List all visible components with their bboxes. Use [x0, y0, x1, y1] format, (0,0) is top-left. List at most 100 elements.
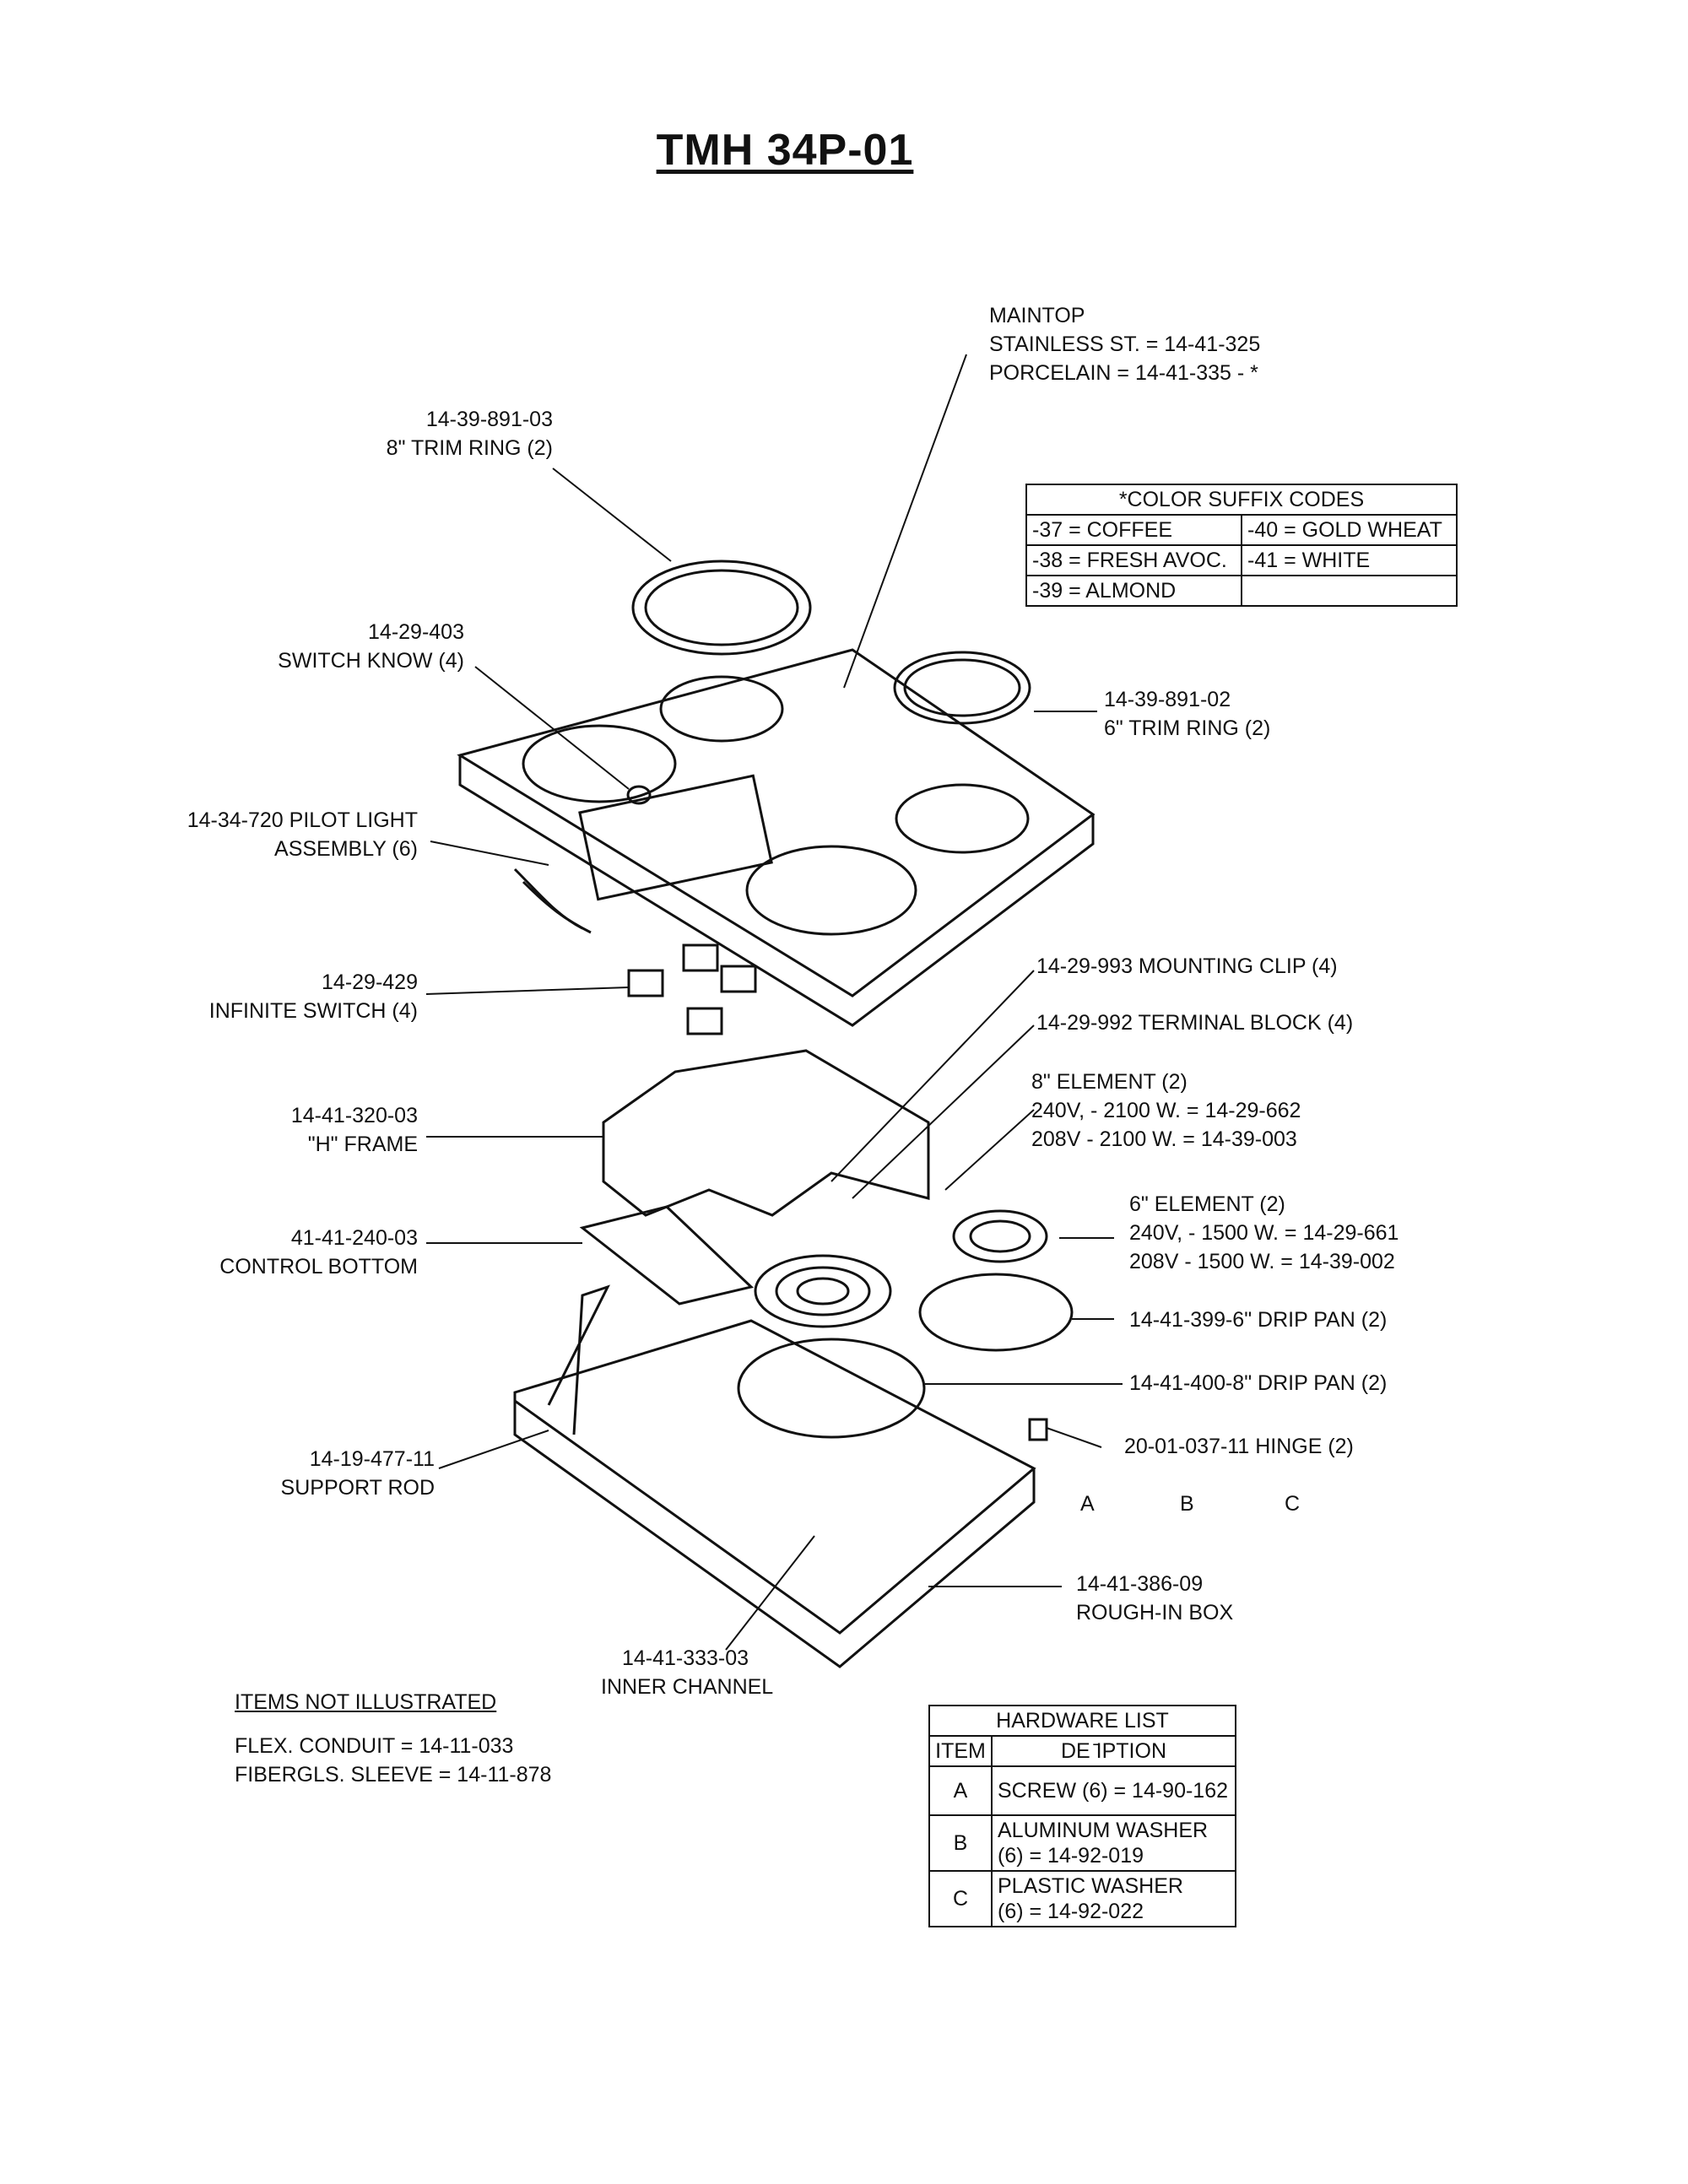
table-row: -38 = FRESH AVOC. -41 = WHITE [1025, 544, 1458, 576]
inner-channel-label: 14-41-333-03 INNER CHANNEL [601, 1644, 774, 1701]
part-name: SUPPORT ROD [280, 1476, 435, 1500]
maintop-stainless: STAINLESS ST. = 14-41-325 [989, 332, 1261, 356]
part-number: 14-29-429 [322, 970, 418, 994]
pilot-wire [513, 868, 592, 934]
not-illustrated-item: FLEX. CONDUIT = 14-11-033 [235, 1734, 514, 1758]
element-8-label: 8" ELEMENT (2) 240V, - 2100 W. = 14-29-6… [1031, 1068, 1301, 1154]
part-name: 6" ELEMENT (2) [1129, 1192, 1285, 1216]
part-variant: 240V, - 2100 W. = 14-29-662 [1031, 1099, 1301, 1122]
control-bottom [579, 1205, 755, 1306]
h-frame [602, 1049, 930, 1217]
column-header-item: ITEM [928, 1735, 993, 1767]
hardware-desc-line: ALUMINUM WASHER [998, 1819, 1209, 1842]
drip-pan-8-label: 14-41-400-8" DRIP PAN (2) [1129, 1371, 1388, 1395]
part-name: 8" TRIM RING (2) [386, 436, 553, 460]
hardware-item-code: C [928, 1870, 993, 1927]
not-illustrated-heading: ITEMS NOT ILLUSTRATED [235, 1690, 497, 1714]
support-rod-label: 14-19-477-11 SUPPORT ROD [253, 1445, 435, 1502]
maintop-heading: MAINTOP [989, 304, 1085, 327]
color-suffix-table: *COLOR SUFFIX CODES -37 = COFFEE -40 = G… [1025, 484, 1458, 607]
element-6-label: 6" ELEMENT (2) 240V, - 1500 W. = 14-29-6… [1129, 1190, 1399, 1276]
table-row: C PLASTIC WASHER (6) = 14-92-022 [928, 1870, 1236, 1927]
part-number: 14-29-403 [368, 620, 464, 644]
rough-in-box [513, 1319, 1036, 1635]
drip-pan-6 [918, 1273, 1074, 1352]
color-code-cell: -38 = FRESH AVOC. [1025, 544, 1242, 576]
page-title: TMH 34P-01 [656, 126, 914, 175]
infinite-switch-label: 14-29-429 INFINITE SWITCH (4) [194, 968, 418, 1025]
support-rod [547, 1284, 610, 1435]
pilot-light-label: 14-34-720 PILOT LIGHT ASSEMBLY (6) [169, 806, 418, 863]
hardware-marker-b: B [1180, 1492, 1194, 1516]
trim-ring-8-label: 14-39-891-03 8" TRIM RING (2) [338, 405, 553, 462]
maintop-hole-top [659, 675, 784, 743]
part-variant: 240V, - 1500 W. = 14-29-661 [1129, 1221, 1399, 1245]
color-code-cell [1241, 575, 1458, 607]
element-8 [754, 1254, 892, 1328]
hinge [1028, 1418, 1048, 1441]
part-number: 14-41-333-03 [621, 1646, 749, 1670]
hardware-item-desc: PLASTIC WASHER (6) = 14-92-022 [991, 1870, 1236, 1927]
table-row: B ALUMINUM WASHER (6) = 14-92-019 [928, 1814, 1236, 1872]
color-suffix-header: *COLOR SUFFIX CODES [1025, 484, 1458, 516]
maintop-hole-tl [522, 724, 677, 803]
table-row: -37 = COFFEE -40 = GOLD WHEAT [1025, 514, 1458, 546]
color-code-cell: -37 = COFFEE [1025, 514, 1242, 546]
part-quantity: ASSEMBLY (6) [274, 837, 418, 861]
part-number: 14-41-320-03 [290, 1104, 418, 1127]
infinite-switch-4 [686, 1007, 723, 1035]
control-panel [578, 774, 773, 901]
part-number: 14-39-891-03 [425, 408, 553, 431]
switch-knob-label: 14-29-403 SWITCH KNOW (4) [253, 618, 464, 675]
part-name: CONTROL BOTTOM [219, 1255, 418, 1279]
h-frame-label: 14-41-320-03 "H" FRAME [253, 1101, 418, 1159]
drip-pan-8 [737, 1338, 926, 1439]
terminal-block-label: 14-29-992 TERMINAL BLOCK (4) [1036, 1011, 1354, 1035]
part-number: 41-41-240-03 [290, 1226, 418, 1250]
control-bottom-label: 41-41-240-03 CONTROL BOTTOM [211, 1224, 418, 1281]
part-name: SWITCH KNOW (4) [278, 649, 464, 673]
table-row: ITEM DE ̄IPTION [928, 1735, 1236, 1767]
part-name: 8" ELEMENT (2) [1031, 1070, 1188, 1094]
column-header-description: DE ̄IPTION [991, 1735, 1236, 1767]
infinite-switch-3 [720, 965, 757, 993]
infinite-switch-1 [627, 969, 664, 997]
hardware-desc-line: PLASTIC WASHER [998, 1874, 1183, 1898]
mounting-clip-label: 14-29-993 MOUNTING CLIP (4) [1036, 954, 1338, 978]
part-variant: 208V - 1500 W. = 14-39-002 [1129, 1250, 1395, 1273]
hardware-item-desc: SCREW (6) = 14-90-162 [991, 1765, 1236, 1816]
maintop-edge [458, 755, 1095, 1027]
part-name: "H" FRAME [307, 1133, 418, 1156]
table-row: A SCREW (6) = 14-90-162 [928, 1765, 1236, 1816]
trim-ring-6-label: 14-39-891-02 6" TRIM RING (2) [1104, 685, 1270, 743]
maintop-porcelain: PORCELAIN = 14-41-335 - * [989, 361, 1258, 385]
part-name: INNER CHANNEL [601, 1675, 774, 1699]
color-code-cell: -39 = ALMOND [1025, 575, 1242, 607]
part-number: 14-39-891-02 [1104, 688, 1231, 711]
drip-pan-6-label: 14-41-399-6" DRIP PAN (2) [1129, 1308, 1388, 1332]
not-illustrated-item: FIBERGLS. SLEEVE = 14-11-878 [235, 1763, 552, 1787]
hardware-marker-a: A [1080, 1492, 1095, 1516]
part-name: INFINITE SWITCH (4) [208, 999, 418, 1023]
table-row: -39 = ALMOND [1025, 575, 1458, 607]
switch-knob [626, 785, 652, 805]
hinge-label: 20-01-037-11 HINGE (2) [1124, 1435, 1354, 1458]
rough-in-box-label: 14-41-386-09 ROUGH-IN BOX [1076, 1570, 1233, 1627]
part-name: 6" TRIM RING (2) [1104, 716, 1271, 740]
hardware-list-table: HARDWARE LIST ITEM DE ̄IPTION A SCREW (6… [928, 1705, 1236, 1927]
trim-ring-6 [893, 651, 1031, 725]
hardware-desc-line: (6) = 14-92-019 [998, 1844, 1144, 1868]
color-code-cell: -40 = GOLD WHEAT [1241, 514, 1458, 546]
hardware-list-header: HARDWARE LIST [928, 1705, 1236, 1737]
maintop-label: MAINTOP STAINLESS ST. = 14-41-325 PORCEL… [989, 301, 1260, 387]
hardware-marker-c: C [1285, 1492, 1301, 1516]
infinite-switch-2 [682, 943, 719, 972]
part-variant: 208V - 2100 W. = 14-39-003 [1031, 1127, 1297, 1151]
hardware-desc-line: (6) = 14-92-022 [998, 1900, 1144, 1923]
hardware-item-code: B [928, 1814, 993, 1872]
hardware-item-desc: ALUMINUM WASHER (6) = 14-92-019 [991, 1814, 1236, 1872]
items-not-illustrated: ITEMS NOT ILLUSTRATED FLEX. CONDUIT = 14… [235, 1688, 551, 1789]
hardware-desc-line: SCREW (6) = 14-90-162 [998, 1779, 1229, 1803]
part-number: 14-41-386-09 [1076, 1572, 1204, 1596]
